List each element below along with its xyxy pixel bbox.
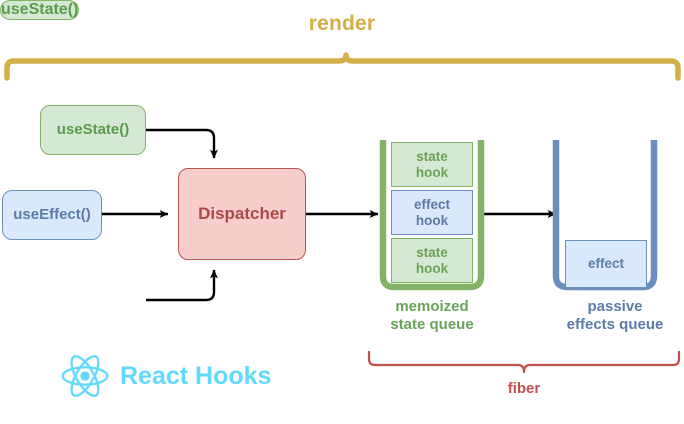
memoized-queue-outline [379,140,485,291]
caption-line2: state queue [390,316,474,333]
slot-label-line1: state [416,245,448,261]
slot-label: state hook [416,245,448,275]
node-usestate-top-label: useState() [56,120,130,138]
passive-effects-queue: effect [551,140,659,292]
caption-line2: effects queue [566,316,664,333]
react-logo-icon [61,355,109,397]
fiber-bracket-label: fiber [507,380,541,397]
node-usestate-bottom[interactable]: useState() [0,0,80,20]
queue-slot-state-hook-2[interactable]: state hook [391,238,473,283]
slot-label-line1: state [416,149,448,165]
fiber-bracket [367,350,681,374]
slot-label-line2: hook [415,164,449,180]
caption-line1: passive [587,298,643,315]
passive-effects-queue-caption: passive effects queue [535,298,684,334]
queue-slot-effect-hook-1[interactable]: effect hook [391,190,473,235]
node-dispatcher[interactable]: Dispatcher [178,168,306,260]
slot-label-line1: effect [413,197,450,213]
arrow-usestate-top-to-dispatcher [146,128,218,159]
queue-slot-effect[interactable]: effect [565,240,647,288]
passive-queue-slot-list: effect [565,240,647,288]
node-usestate-top[interactable]: useState() [40,105,146,155]
node-useeffect-label: useEffect() [13,205,91,223]
node-usestate-bottom-label: useState() [1,1,79,18]
slot-label: state hook [416,149,448,179]
memoized-state-queue-caption: memoized state queue [352,298,512,334]
arrow-usestate-bottom-to-dispatcher [146,269,218,302]
react-hooks-label: React Hooks [120,361,272,390]
queue-slot-state-hook-1[interactable]: state hook [391,142,473,187]
node-dispatcher-label: Dispatcher [198,204,286,224]
slot-label-line2: hook [415,212,449,228]
slot-label-line2: hook [415,260,449,276]
slot-label: effect hook [414,197,450,227]
render-bracket [4,52,681,81]
react-hooks-branding: React Hooks [58,352,271,400]
node-useeffect[interactable]: useEffect() [2,190,102,240]
slot-label: effect [587,256,624,272]
memoized-state-queue: state hook effect hook state hook [378,140,486,292]
memoized-queue-slot-list: state hook effect hook state hook [391,142,473,283]
render-bracket-label: render [308,12,376,35]
caption-line1: memoized [395,298,469,315]
